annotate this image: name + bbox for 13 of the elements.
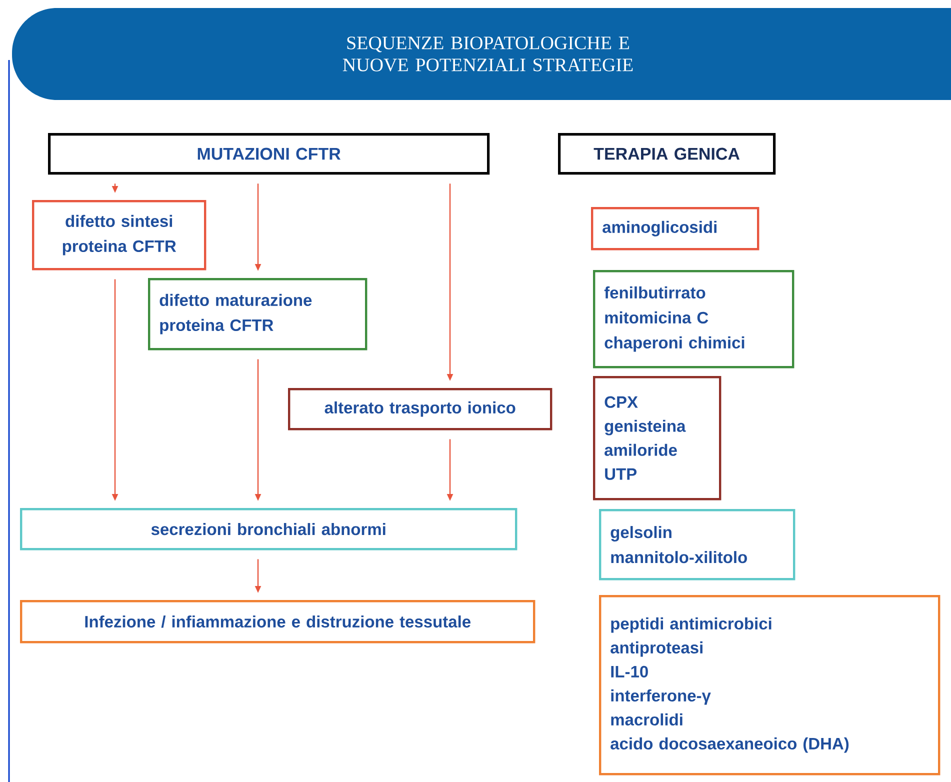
text-box: Infezione / infiammazione e distruzione tessutale bbox=[20, 600, 536, 644]
text-box: gelsolin mannitolo-xilitolo bbox=[599, 509, 796, 580]
text-box: difetto sintesi proteina CFTR bbox=[32, 200, 206, 270]
text-box: MUTAZIONI CFTR bbox=[48, 133, 490, 175]
text-box: aminoglicosidi bbox=[591, 207, 760, 250]
text-box: fenilbutirrato mitomicina C chaperoni chimici bbox=[593, 270, 794, 368]
text-box: CPX genisteina amiloride UTP bbox=[593, 376, 722, 500]
text-box: secrezioni bronchiali abnormi bbox=[20, 508, 518, 550]
title-banner: SEQUENZE BIOPATOLOGICHE E NUOVE POTENZIALI STRATEGIE bbox=[12, 8, 951, 100]
text-box: alterato trasporto ionico bbox=[288, 388, 552, 430]
text-box: difetto maturazione proteina CFTR bbox=[148, 278, 368, 350]
text-box: peptidi antimicrobici antiproteasi IL-10 interferone-γ macrolidi acido docosaexaneoico (DHA) bbox=[599, 595, 940, 776]
text-box: TERAPIA GENICA bbox=[558, 133, 776, 175]
